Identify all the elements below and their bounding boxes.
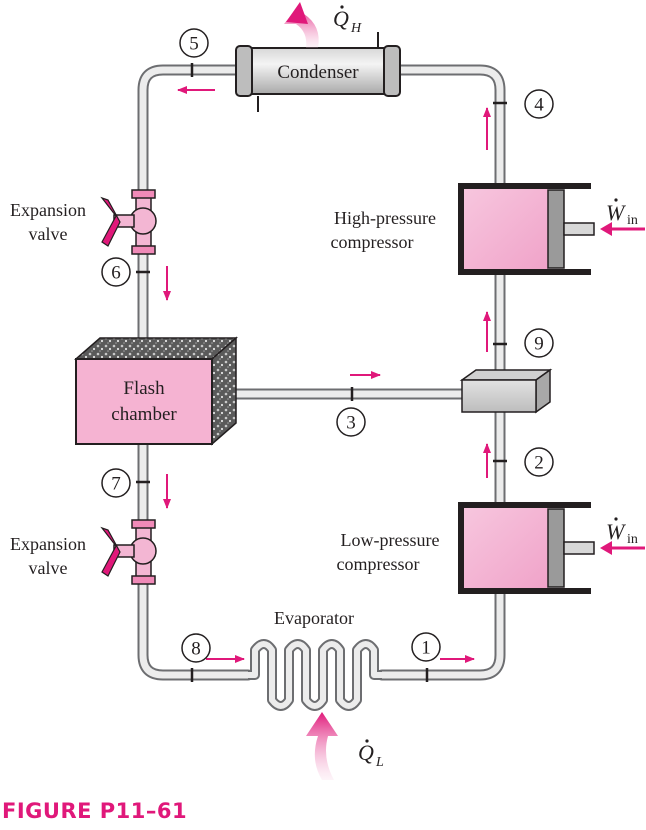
expansion-valve-lower-label-2: valve bbox=[29, 558, 68, 578]
state-number: 7 bbox=[111, 474, 121, 495]
svg-text:in: in bbox=[627, 213, 638, 228]
evaporator-label: Evaporator bbox=[274, 608, 354, 628]
svg-text:W: W bbox=[606, 519, 626, 544]
flow-arrows bbox=[163, 86, 491, 663]
hp-compressor-label-1: High-pressure bbox=[334, 208, 436, 228]
flash-chamber-label-2: chamber bbox=[111, 404, 177, 425]
evaporator-coil bbox=[248, 639, 382, 711]
q-high-symbol: Q H bbox=[333, 5, 362, 36]
piping bbox=[137, 64, 506, 681]
expansion-valve-lower bbox=[100, 519, 157, 585]
state-number: 9 bbox=[534, 334, 544, 355]
svg-text:L: L bbox=[375, 755, 384, 770]
state-marker-2: 2 bbox=[524, 447, 554, 477]
heat-out-arrow bbox=[284, 2, 319, 48]
state-markers: 1 2 3 4 5 6 7 8 9 bbox=[101, 28, 554, 663]
hp-compressor-label-2: compressor bbox=[331, 232, 414, 252]
expansion-valve-upper bbox=[100, 189, 157, 255]
state-marker-9: 9 bbox=[524, 328, 554, 358]
svg-text:in: in bbox=[627, 532, 638, 547]
state-marker-3: 3 bbox=[336, 407, 366, 437]
mixing-chamber bbox=[459, 368, 553, 414]
state-number: 3 bbox=[346, 413, 356, 434]
lp-compressor-label-2: compressor bbox=[337, 554, 420, 574]
state-marker-8: 8 bbox=[181, 633, 211, 663]
state-ticks bbox=[136, 63, 507, 682]
state-marker-4: 4 bbox=[524, 89, 554, 119]
state-marker-1: 1 bbox=[411, 632, 441, 662]
expansion-valve-upper-label-1: Expansion bbox=[10, 200, 86, 220]
low-pressure-compressor: Low-pressure compressor bbox=[337, 502, 595, 594]
state-number: 4 bbox=[534, 95, 544, 116]
figure-caption: FIGURE P11–61 bbox=[2, 799, 187, 823]
svg-text:Q: Q bbox=[358, 740, 374, 765]
flash-chamber-label-1: Flash bbox=[123, 378, 165, 399]
svg-text:Q: Q bbox=[333, 6, 349, 31]
heat-in-arrow bbox=[306, 712, 338, 780]
condenser-label: Condenser bbox=[277, 62, 359, 83]
work-in-lp: W in bbox=[600, 517, 645, 555]
expansion-valve-upper-label-2: valve bbox=[29, 224, 68, 244]
work-in-hp: W in bbox=[600, 198, 645, 236]
pipe-top-loop bbox=[137, 64, 506, 356]
high-pressure-compressor: High-pressure compressor bbox=[331, 183, 595, 275]
lp-compressor-label-1: Low-pressure bbox=[341, 530, 440, 550]
svg-text:W: W bbox=[606, 200, 626, 225]
q-low-symbol: Q L bbox=[358, 739, 384, 770]
state-marker-7: 7 bbox=[101, 468, 131, 498]
state-number: 6 bbox=[111, 263, 121, 284]
state-marker-5: 5 bbox=[179, 28, 209, 58]
svg-text:H: H bbox=[350, 21, 362, 36]
state-number: 8 bbox=[191, 639, 201, 660]
state-number: 2 bbox=[534, 453, 544, 474]
state-number: 5 bbox=[189, 34, 199, 55]
flash-chamber: Flash chamber bbox=[74, 336, 238, 446]
state-number: 1 bbox=[421, 638, 431, 659]
state-marker-6: 6 bbox=[101, 257, 131, 287]
expansion-valve-lower-label-1: Expansion bbox=[10, 534, 86, 554]
condenser: Condenser bbox=[235, 32, 401, 112]
